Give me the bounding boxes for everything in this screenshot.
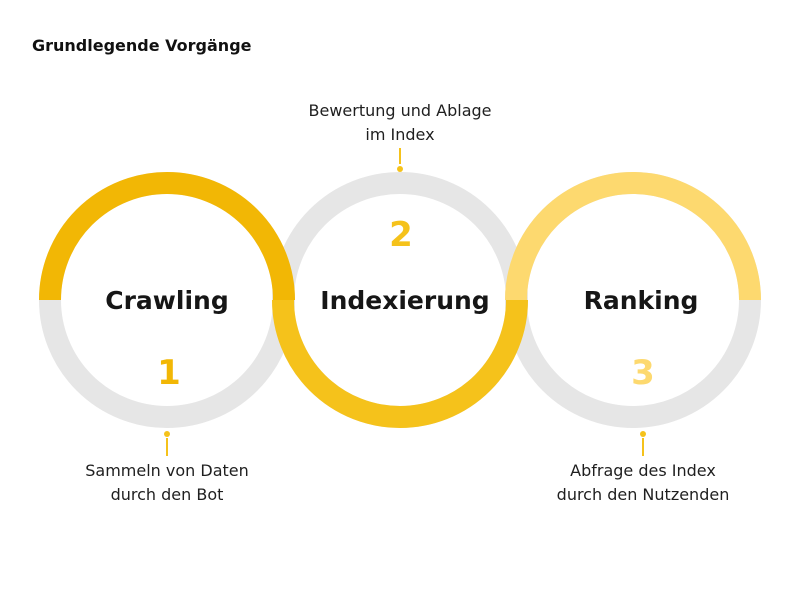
ring-ranking-arc	[505, 172, 761, 301]
description-crawling-line-2: durch den Bot	[110, 485, 224, 504]
ring-crawling-arc	[39, 172, 295, 301]
description-indexierung-line-2: im Index	[365, 125, 435, 144]
connector-dot-crawling	[164, 431, 170, 437]
ring-indexierung-arc	[272, 299, 528, 428]
stage-number-2: 2	[389, 215, 413, 255]
description-ranking: Abfrage des Index durch den Nutzenden	[523, 459, 763, 507]
connector-dot-ranking	[640, 431, 646, 437]
description-indexierung: Bewertung und Ablage im Index	[280, 99, 520, 147]
description-crawling-line-1: Sammeln von Daten	[85, 461, 249, 480]
stage-number-3: 3	[631, 353, 655, 393]
stage-name-indexierung: Indexierung	[320, 286, 490, 315]
description-ranking-line-2: durch den Nutzenden	[556, 485, 730, 504]
stage-name-crawling: Crawling	[105, 286, 229, 315]
connector-dot-indexierung	[397, 166, 403, 172]
stage-name-ranking: Ranking	[583, 286, 699, 315]
description-crawling: Sammeln von Daten durch den Bot	[47, 459, 287, 507]
stage-number-1: 1	[157, 353, 181, 393]
description-indexierung-line-1: Bewertung und Ablage	[308, 101, 492, 120]
page-title: Grundlegende Vorgänge	[32, 36, 252, 55]
description-ranking-line-1: Abfrage des Index	[570, 461, 716, 480]
